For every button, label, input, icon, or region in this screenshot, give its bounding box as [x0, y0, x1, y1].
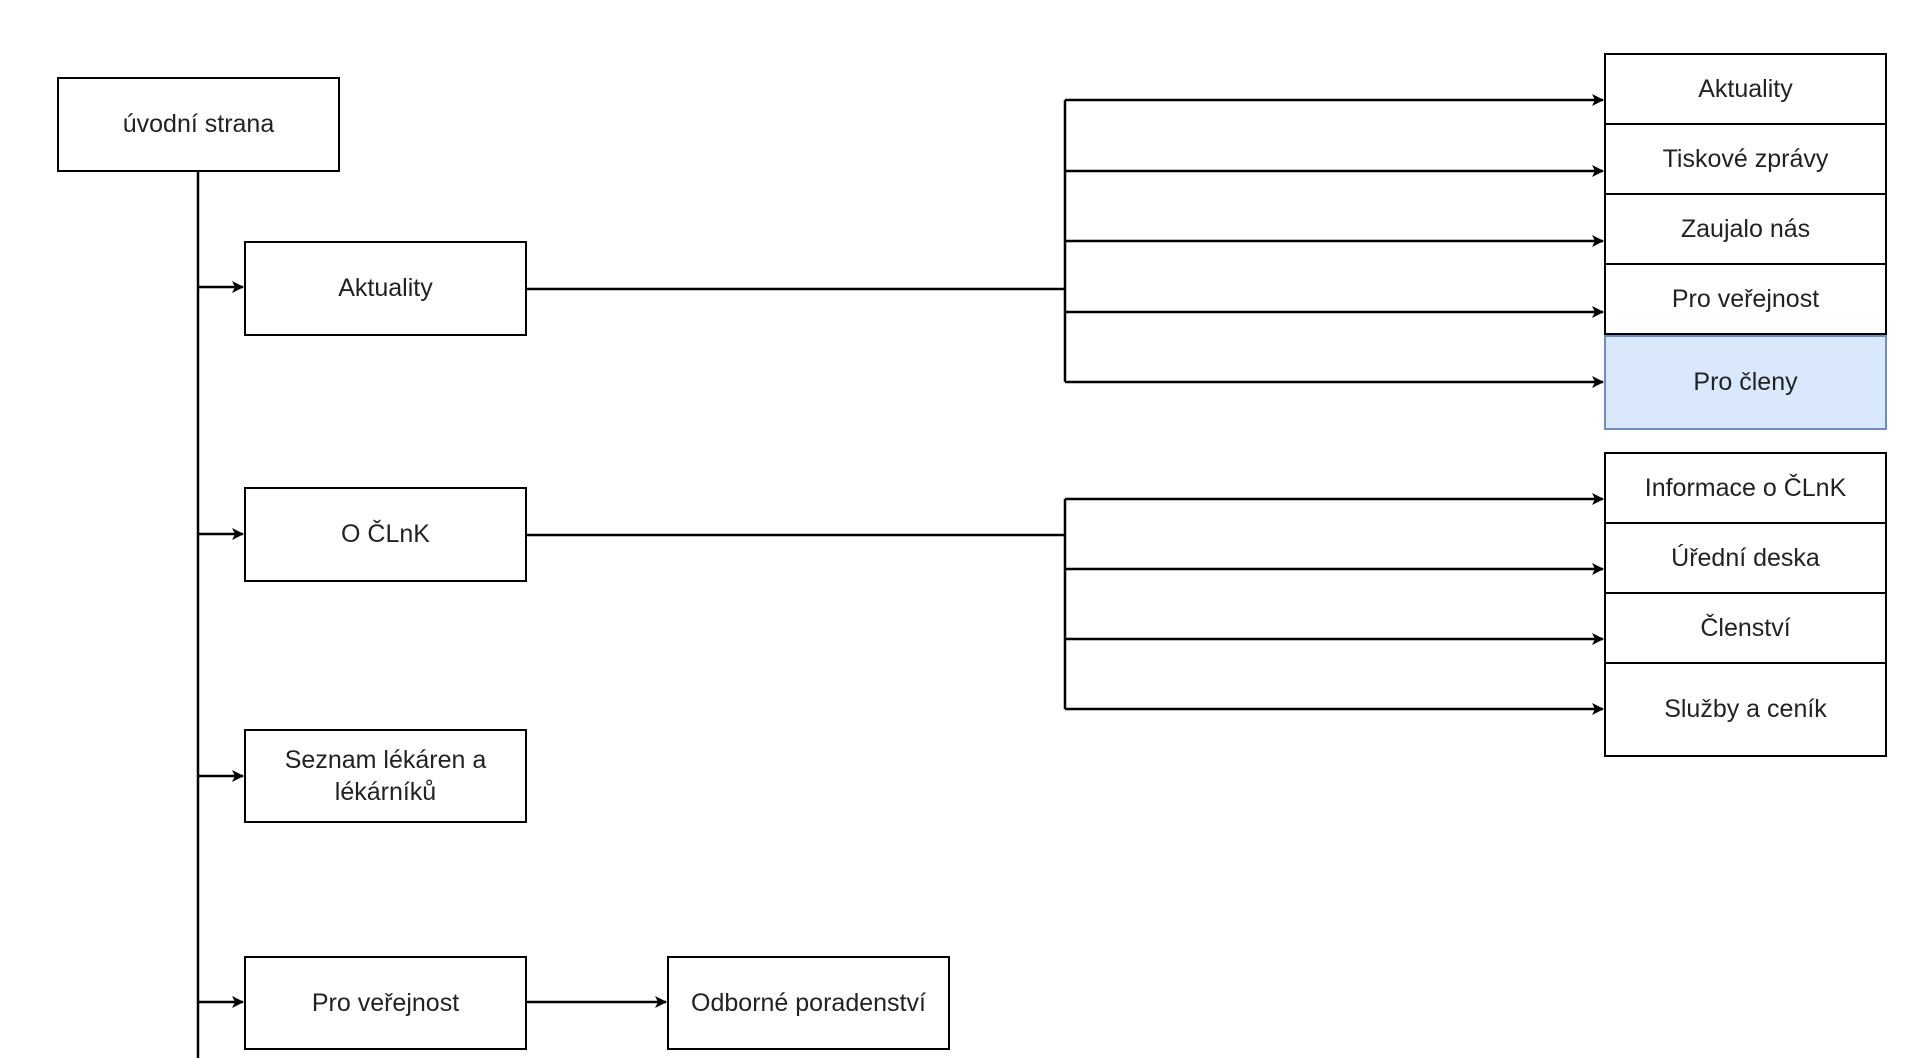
node-o-clnk: O ČLnK — [244, 487, 527, 582]
node-o-clnk-child-2: Úřední deska — [1604, 522, 1887, 594]
node-o-clnk-child-3-label: Členství — [1700, 613, 1791, 642]
node-o-clnk-label: O ČLnK — [341, 520, 430, 549]
node-aktuality: Aktuality — [244, 241, 527, 336]
node-root: úvodní strana — [57, 77, 340, 172]
node-odborne-poradenstvi: Odborné poradenství — [667, 956, 950, 1050]
node-aktuality-child-1: Aktuality — [1604, 53, 1887, 125]
node-aktuality-child-2: Tiskové zprávy — [1604, 123, 1887, 195]
node-aktuality-child-4: Pro veřejnost — [1604, 263, 1887, 335]
node-pro-verejnost-label: Pro veřejnost — [311, 988, 460, 1017]
node-odborne-poradenstvi-label: Odborné poradenství — [691, 988, 926, 1017]
node-seznam: Seznam lékáren a lékárníků — [244, 729, 527, 823]
node-aktuality-child-3-label: Zaujalo nás — [1680, 214, 1811, 243]
node-o-clnk-child-2-label: Úřední deska — [1671, 543, 1820, 572]
node-seznam-label: Seznam lékáren a lékárníků — [284, 745, 487, 807]
node-o-clnk-child-4: Služby a ceník — [1604, 662, 1887, 757]
node-aktuality-child-2-label: Tiskové zprávy — [1662, 144, 1829, 173]
node-root-label: úvodní strana — [122, 110, 275, 139]
node-aktuality-child-1-label: Aktuality — [1698, 74, 1793, 103]
node-o-clnk-child-4-label: Služby a ceník — [1664, 695, 1827, 724]
node-aktuality-label: Aktuality — [338, 274, 433, 303]
node-aktuality-child-3: Zaujalo nás — [1604, 193, 1887, 265]
node-aktuality-child-5-label: Pro členy — [1693, 368, 1798, 397]
node-aktuality-child-4-label: Pro veřejnost — [1671, 284, 1820, 313]
node-o-clnk-child-3: Členství — [1604, 592, 1887, 664]
node-o-clnk-child-1: Informace o ČLnK — [1604, 452, 1887, 524]
node-aktuality-child-5: Pro členy — [1604, 335, 1887, 430]
node-pro-verejnost: Pro veřejnost — [244, 956, 527, 1050]
node-o-clnk-child-1-label: Informace o ČLnK — [1644, 473, 1847, 502]
